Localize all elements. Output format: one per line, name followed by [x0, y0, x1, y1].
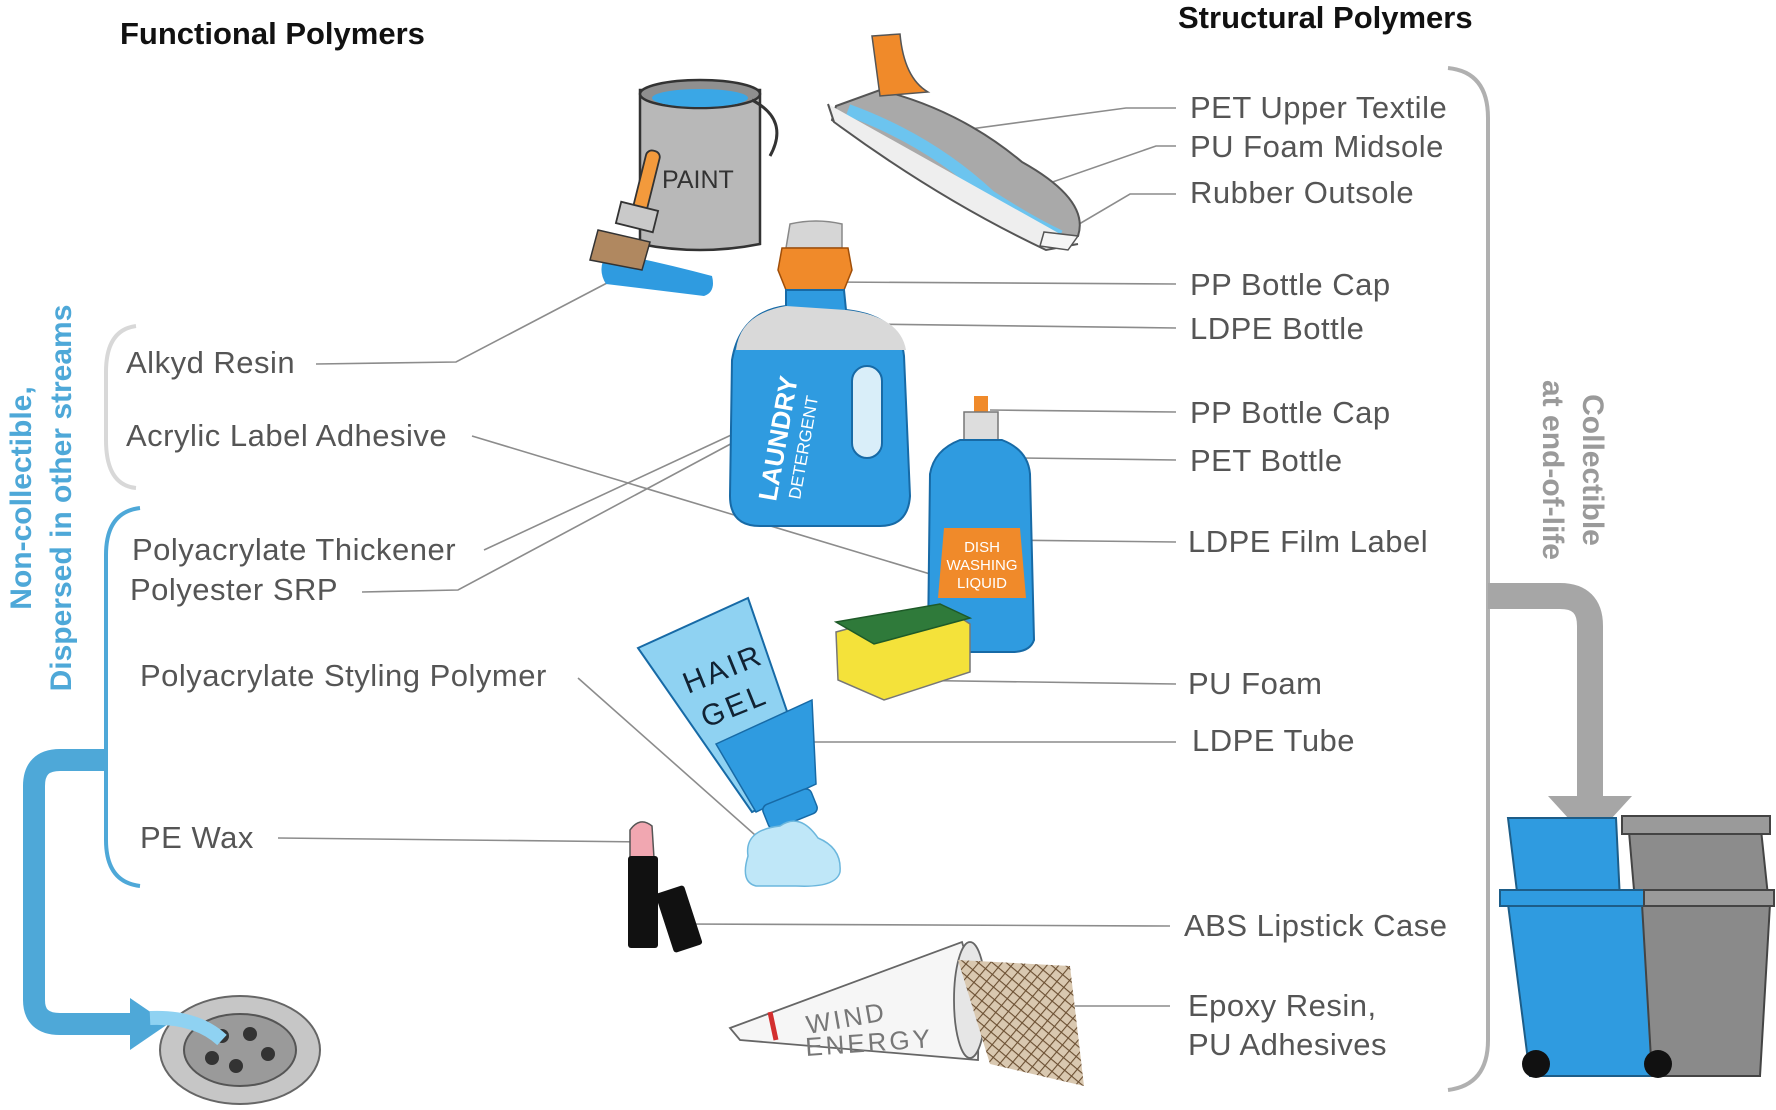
collectible-label: Collectible at end-of-life — [1532, 350, 1612, 590]
laundry-bottle-icon: LAUNDRY DETERGENT — [728, 220, 912, 527]
rubber-outsole-label: Rubber Outsole — [1190, 175, 1415, 210]
non-collectible-line1: Non-collectible, — [5, 386, 38, 610]
hair-gel-tube-icon: HAIR GEL — [636, 596, 841, 887]
pet-bottle-label: PET Bottle — [1190, 443, 1343, 478]
wind-turbine-blade-icon: WIND ENERGY — [728, 940, 1084, 1086]
functional-polymers-heading: Functional Polymers — [120, 16, 425, 51]
paint-brush-icon — [589, 149, 713, 296]
non-collectible-line2: Dispersed in other streams — [45, 304, 78, 692]
gray-right-bracket — [1447, 66, 1490, 1092]
pu-foam-midsole-label: PU Foam Midsole — [1190, 129, 1444, 164]
non-collectible-label: Non-collectible, Dispersed in other stre… — [2, 278, 82, 718]
alkyd-resin-label: Alkyd Resin — [126, 345, 296, 380]
pet-upper-textile-label: PET Upper Textile — [1190, 90, 1448, 125]
ldpe-bottle-label: LDPE Bottle — [1190, 311, 1365, 346]
drain-icon — [149, 995, 321, 1105]
lipstick-icon — [628, 821, 703, 953]
structural-polymers-heading: Structural Polymers — [1178, 0, 1473, 35]
epoxy-resin-label-line2: PU Adhesives — [1188, 1027, 1387, 1062]
ldpe-tube-label: LDPE Tube — [1192, 723, 1356, 758]
blue-bracket — [104, 506, 141, 888]
collectible-line1: Collectible — [1576, 394, 1609, 546]
gray-flow-arrow — [1488, 583, 1603, 800]
recycling-bins-icon — [1499, 815, 1775, 1078]
pe-wax-label: PE Wax — [140, 820, 254, 855]
polyacrylate-styling-polymer-label: Polyacrylate Styling Polymer — [140, 658, 547, 693]
ldpe-film-label-label: LDPE Film Label — [1188, 524, 1429, 559]
abs-lipstick-case-label: ABS Lipstick Case — [1184, 908, 1448, 943]
collectible-line2: at end-of-life — [1536, 380, 1569, 560]
dish-label-line2: WASHING — [946, 557, 1017, 574]
sneaker-icon — [827, 33, 1081, 252]
pu-foam-label: PU Foam — [1188, 666, 1323, 701]
paint-can-icon: PAINT — [638, 78, 779, 252]
blue-arrow-head — [130, 998, 168, 1050]
blue-flow-arrow — [23, 749, 138, 1035]
pp-bottle-cap-label-2: PP Bottle Cap — [1190, 395, 1391, 430]
acrylic-label-adhesive-label: Acrylic Label Adhesive — [126, 418, 448, 453]
polyacrylate-thickener-label: Polyacrylate Thickener — [132, 532, 457, 567]
paint-label: PAINT — [662, 166, 734, 194]
epoxy-resin-label-line1: Epoxy Resin, — [1188, 988, 1377, 1023]
dish-label-line3: LIQUID — [957, 575, 1007, 592]
pp-bottle-cap-label-1: PP Bottle Cap — [1190, 267, 1391, 302]
dish-label-line1: DISH — [964, 539, 1000, 556]
polyester-srp-label: Polyester SRP — [130, 572, 339, 607]
sponge-icon — [833, 603, 973, 701]
gray-bracket — [104, 324, 137, 490]
dish-soap-bottle-icon: DISH WASHING LIQUID — [926, 396, 1036, 653]
